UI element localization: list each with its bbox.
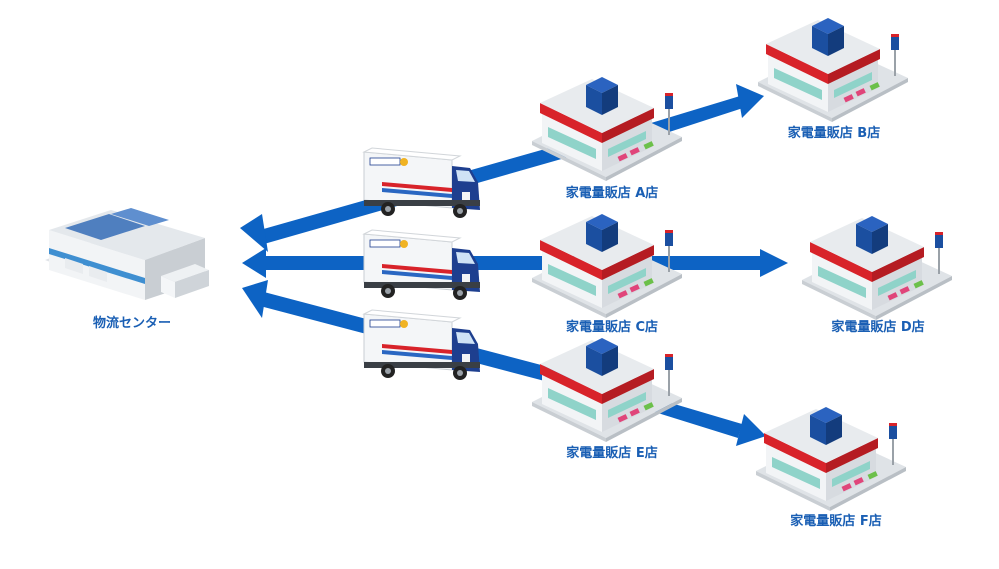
store-a-label: 家電量販店 A店 — [565, 186, 659, 201]
truck-bottom-icon — [363, 309, 481, 381]
store-f-icon — [756, 407, 906, 511]
truck-middle-icon — [363, 229, 481, 301]
arrow-center-to-store-c — [242, 248, 788, 278]
store-d-label: 家電量販店 D店 — [831, 320, 925, 335]
store-d-icon — [802, 216, 952, 320]
store-c-label: 家電量販店 C店 — [565, 320, 659, 335]
store-b-icon — [758, 18, 908, 122]
center-label: 物流センター — [92, 316, 172, 331]
store-a-icon — [532, 77, 682, 181]
truck-top-icon — [363, 147, 481, 219]
store-e-label: 家電量販店 E店 — [566, 446, 658, 461]
warehouse-icon — [45, 208, 209, 300]
store-b-label: 家電量販店 B店 — [787, 126, 881, 141]
store-e-icon — [532, 338, 682, 442]
store-f-label: 家電量販店 F店 — [790, 514, 882, 529]
store-c-icon — [532, 214, 682, 318]
